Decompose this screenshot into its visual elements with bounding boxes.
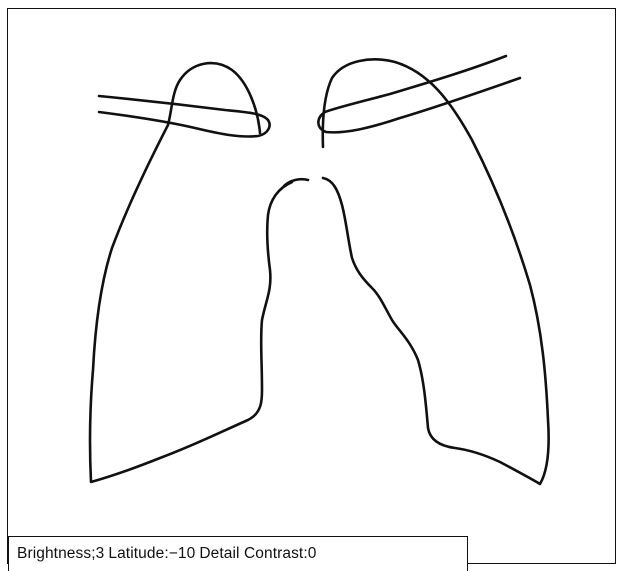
left-clavicle [318,56,520,132]
right-clavicle [99,96,270,137]
brightness-label: Brightness;3 [17,545,104,562]
detail-contrast-label: Detail Contrast:0 [199,545,316,562]
left-lung-outline [323,59,549,484]
latitude-label: Latitude:−10 [108,545,195,562]
